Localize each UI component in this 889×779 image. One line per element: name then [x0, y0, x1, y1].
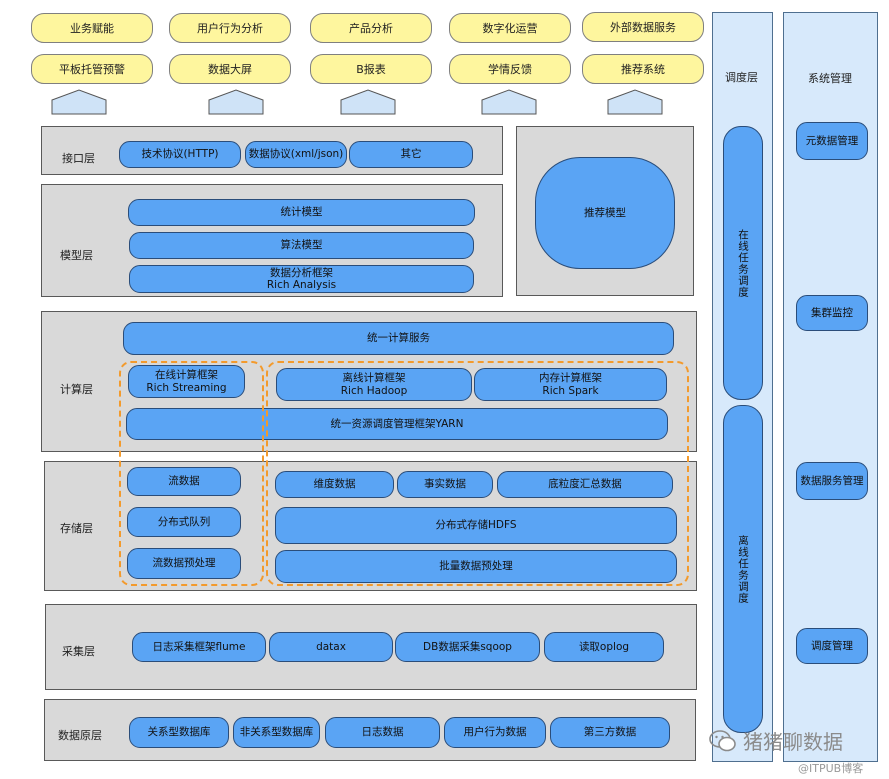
app-digital-operation: 数字化运营: [449, 13, 571, 43]
app-recommend-system: 推荐系统: [582, 54, 704, 84]
compute-yarn: 统一资源调度管理框架YARN: [126, 408, 668, 440]
interface-http: 技术协议(HTTP): [119, 141, 241, 168]
compute-rich-hadoop-line2: Rich Hadoop: [340, 384, 408, 397]
app-data-screen: 数据大屏: [169, 54, 291, 84]
compute-layer-label: 计算层: [60, 383, 93, 396]
storage-fact-data: 事实数据: [397, 471, 493, 498]
stream-dashed-group: [119, 361, 264, 586]
storage-stream-preprocess: 流数据预处理: [127, 548, 241, 579]
batch-dashed-group: [266, 361, 689, 586]
source-nonrelational-db: 非关系型数据库: [233, 717, 320, 748]
app-business-enable: 业务赋能: [31, 13, 153, 43]
collect-flume: 日志采集框架flume: [132, 632, 266, 662]
compute-rich-spark: 内存计算框架 Rich Spark: [474, 368, 667, 401]
storage-layer-label: 存储层: [60, 522, 93, 535]
compute-rich-streaming-line1: 在线计算框架: [155, 369, 218, 382]
compute-rich-streaming-line2: Rich Streaming: [146, 381, 227, 394]
scheduler-offline-label: 离线任务调度: [737, 534, 750, 604]
watermark-text: 猪猪聊数据: [743, 730, 843, 754]
storage-dimension-data: 维度数据: [275, 471, 394, 498]
system-title: 系统管理: [808, 72, 852, 85]
recommend-model: 推荐模型: [535, 157, 675, 269]
model-rich-analysis-line1: 数据分析框架: [270, 266, 333, 279]
source-user-behavior: 用户行为数据: [444, 717, 546, 748]
model-statistics: 统计模型: [128, 199, 475, 226]
storage-stream-data: 流数据: [127, 467, 241, 496]
scheduler-title: 调度层: [725, 71, 758, 84]
source-log-data: 日志数据: [325, 717, 440, 748]
up-arrow-icon: [481, 89, 537, 115]
interface-layer-label: 接口层: [62, 152, 95, 165]
storage-fine-grain-summary: 底粒度汇总数据: [497, 471, 673, 498]
storage-distributed-queue: 分布式队列: [127, 507, 241, 537]
interface-other: 其它: [349, 141, 473, 168]
model-algorithm: 算法模型: [129, 232, 474, 259]
up-arrow-icon: [607, 89, 663, 115]
scheduler-online: 在线任务调度: [723, 126, 763, 400]
up-arrow-icon: [51, 89, 107, 115]
compute-rich-hadoop: 离线计算框架 Rich Hadoop: [276, 368, 472, 401]
compute-rich-spark-line1: 内存计算框架: [539, 372, 602, 385]
system-schedule: 调度管理: [796, 628, 868, 664]
watermark-sub: @ITPUB博客: [798, 762, 864, 775]
system-metadata: 元数据管理: [796, 122, 868, 160]
collect-datax: datax: [269, 632, 393, 662]
source-third-party: 第三方数据: [550, 717, 670, 748]
up-arrow-icon: [208, 89, 264, 115]
up-arrow-icon: [340, 89, 396, 115]
app-external-data-service: 外部数据服务: [582, 12, 704, 42]
collect-sqoop: DB数据采集sqoop: [395, 632, 540, 662]
wechat-icon: [709, 729, 736, 751]
app-user-behavior-analysis: 用户行为分析: [169, 13, 291, 43]
storage-hdfs: 分布式存储HDFS: [275, 507, 677, 544]
model-layer-label: 模型层: [60, 249, 93, 262]
watermark: 猪猪聊数据: [709, 726, 843, 755]
app-tablet-alert: 平板托管预警: [31, 54, 153, 84]
app-learning-feedback: 学情反馈: [449, 54, 571, 84]
model-rich-analysis: 数据分析框架 Rich Analysis: [129, 265, 474, 293]
source-relational-db: 关系型数据库: [129, 717, 229, 748]
model-rich-analysis-line2: Rich Analysis: [266, 279, 337, 291]
storage-batch-preprocess: 批量数据预处理: [275, 550, 677, 583]
system-cluster-monitor: 集群监控: [796, 295, 868, 331]
app-b-report: B报表: [310, 54, 432, 84]
app-product-analysis: 产品分析: [310, 13, 432, 43]
interface-xml-json: 数据协议(xml/json): [245, 141, 347, 168]
scheduler-online-label: 在线任务调度: [737, 228, 750, 298]
compute-unified-service: 统一计算服务: [123, 322, 674, 355]
compute-rich-hadoop-line1: 离线计算框架: [342, 372, 406, 385]
collect-layer-label: 采集层: [62, 645, 95, 658]
system-data-service: 数据服务管理: [796, 462, 868, 500]
collect-oplog: 读取oplog: [544, 632, 664, 662]
compute-rich-streaming: 在线计算框架 Rich Streaming: [128, 365, 245, 398]
scheduler-offline: 离线任务调度: [723, 405, 763, 733]
compute-rich-spark-line2: Rich Spark: [542, 384, 599, 397]
source-layer-label: 数据原层: [58, 729, 102, 742]
